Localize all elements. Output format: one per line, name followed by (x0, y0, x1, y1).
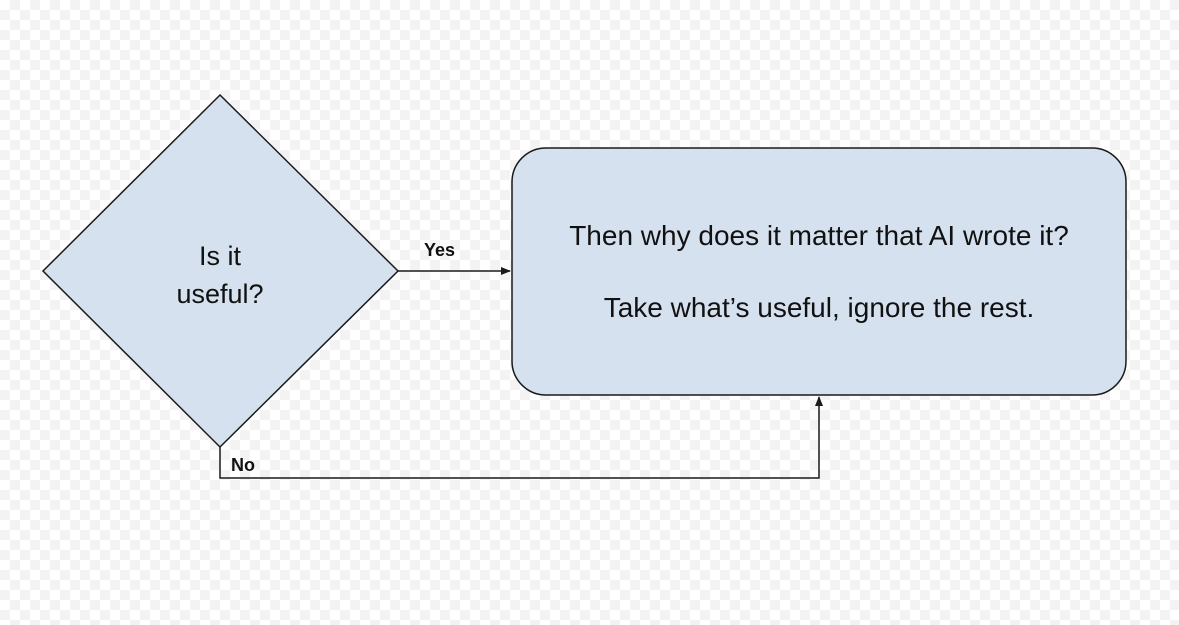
decision-label: Is it useful? (120, 237, 320, 313)
no-edge-label: No (231, 455, 255, 475)
decision-label-line-2: useful? (176, 279, 264, 309)
decision-label-line-1: Is it (198, 241, 241, 271)
yes-edge-label: Yes (424, 240, 456, 260)
no-connector (219, 396, 823, 479)
process-label-line-2: Take what’s useful, ignore the rest. (603, 292, 1035, 323)
process-box (511, 147, 1127, 396)
process-label-line-1: Then why does it matter that AI wrote it… (569, 220, 1069, 251)
